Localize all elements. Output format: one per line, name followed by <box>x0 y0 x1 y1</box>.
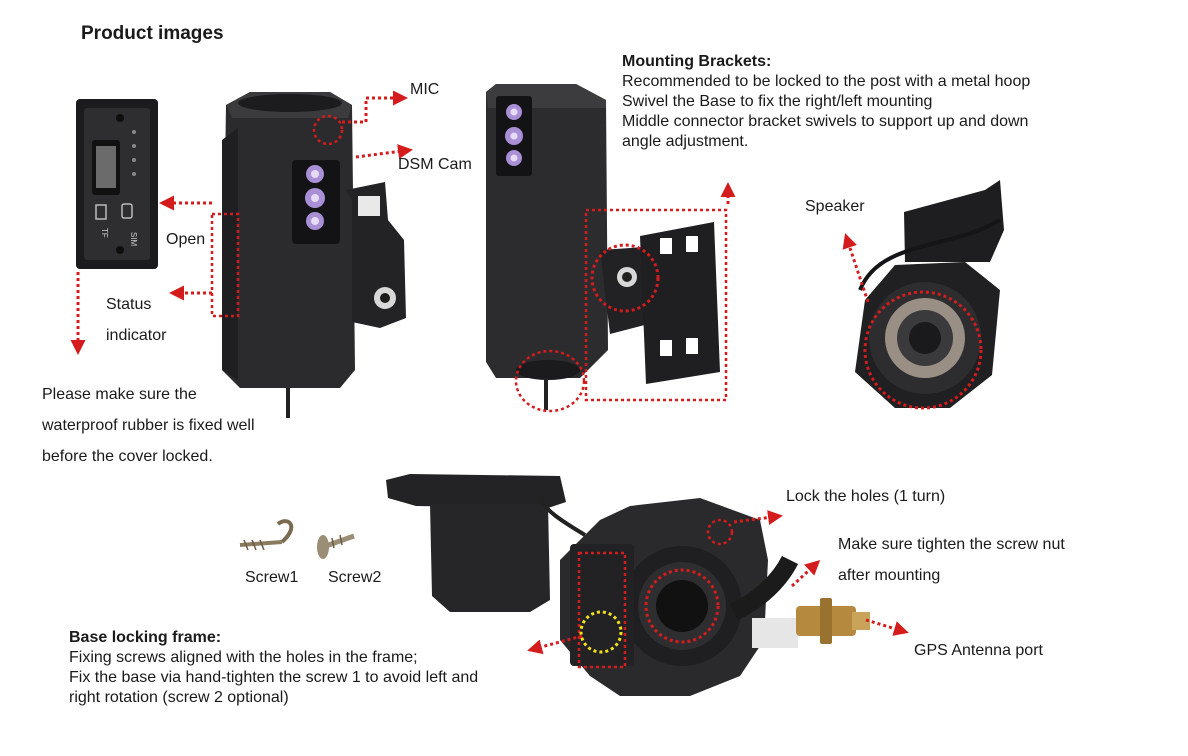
mounting-brackets-line: Swivel the Base to fix the right/left mo… <box>622 93 933 110</box>
card-slot-panel-image: SIM TF <box>76 99 158 269</box>
dsm-cam-label: DSM Cam <box>398 156 472 173</box>
base-locking-frame-image <box>386 474 870 696</box>
screw2-image <box>317 533 355 559</box>
screw2-label: Screw2 <box>328 569 382 586</box>
speaker-rear-image <box>855 180 1004 408</box>
base-locking-line: Fixing screws aligned with the holes in … <box>69 649 418 666</box>
status-indicator-label: Status indicator <box>106 289 166 351</box>
mounting-brackets-line: angle adjustment. <box>622 133 749 150</box>
base-locking-heading: Base locking frame: <box>69 629 222 646</box>
waterproof-note-line: waterproof rubber is fixed well <box>42 417 255 434</box>
tf-slot-label: TF <box>100 228 109 238</box>
sim-slot-label: SIM <box>129 232 138 247</box>
gps-port-label: GPS Antenna port <box>914 642 1043 659</box>
mic-label: MIC <box>410 81 440 98</box>
tighten-nut-line: Make sure tighten the screw nut <box>838 536 1065 553</box>
tighten-nut-label: Make sure tighten the screw nut after mo… <box>838 529 1065 591</box>
speaker-label: Speaker <box>805 198 865 215</box>
screw1-image <box>239 519 294 551</box>
waterproof-note: Please make sure the waterproof rubber i… <box>42 379 255 472</box>
status-indicator-line: Status <box>106 296 152 313</box>
mounting-brackets-heading: Mounting Brackets: <box>622 53 772 70</box>
base-locking-line: right rotation (screw 2 optional) <box>69 689 289 706</box>
base-locking-line: Fix the base via hand-tighten the screw … <box>69 669 479 686</box>
lock-holes-arrow <box>733 510 783 525</box>
mounting-brackets-line: Middle connector bracket swivels to supp… <box>622 113 1029 130</box>
waterproof-note-line: Please make sure the <box>42 386 197 403</box>
lock-holes-label: Lock the holes (1 turn) <box>786 488 946 505</box>
status-indicator-line: indicator <box>106 327 167 344</box>
page-title: Product images <box>81 23 224 44</box>
open-label: Open <box>166 231 206 248</box>
screw1-label: Screw1 <box>245 569 299 586</box>
mounting-brackets-section: Mounting Brackets: Recommended to be loc… <box>622 52 1030 152</box>
camera-front-image <box>222 92 406 418</box>
waterproof-note-line: before the cover locked. <box>42 448 213 465</box>
speaker-arrow <box>842 233 870 303</box>
mounting-brackets-line: Recommended to be locked to the post wit… <box>622 73 1031 90</box>
base-locking-section: Base locking frame: Fixing screws aligne… <box>69 628 478 708</box>
mic-arrow <box>342 90 408 124</box>
base-locking-arrow <box>527 634 583 655</box>
camera-side-bracket-image <box>486 84 720 410</box>
tighten-nut-line: after mounting <box>838 567 941 584</box>
gps-port-arrow <box>865 618 909 636</box>
